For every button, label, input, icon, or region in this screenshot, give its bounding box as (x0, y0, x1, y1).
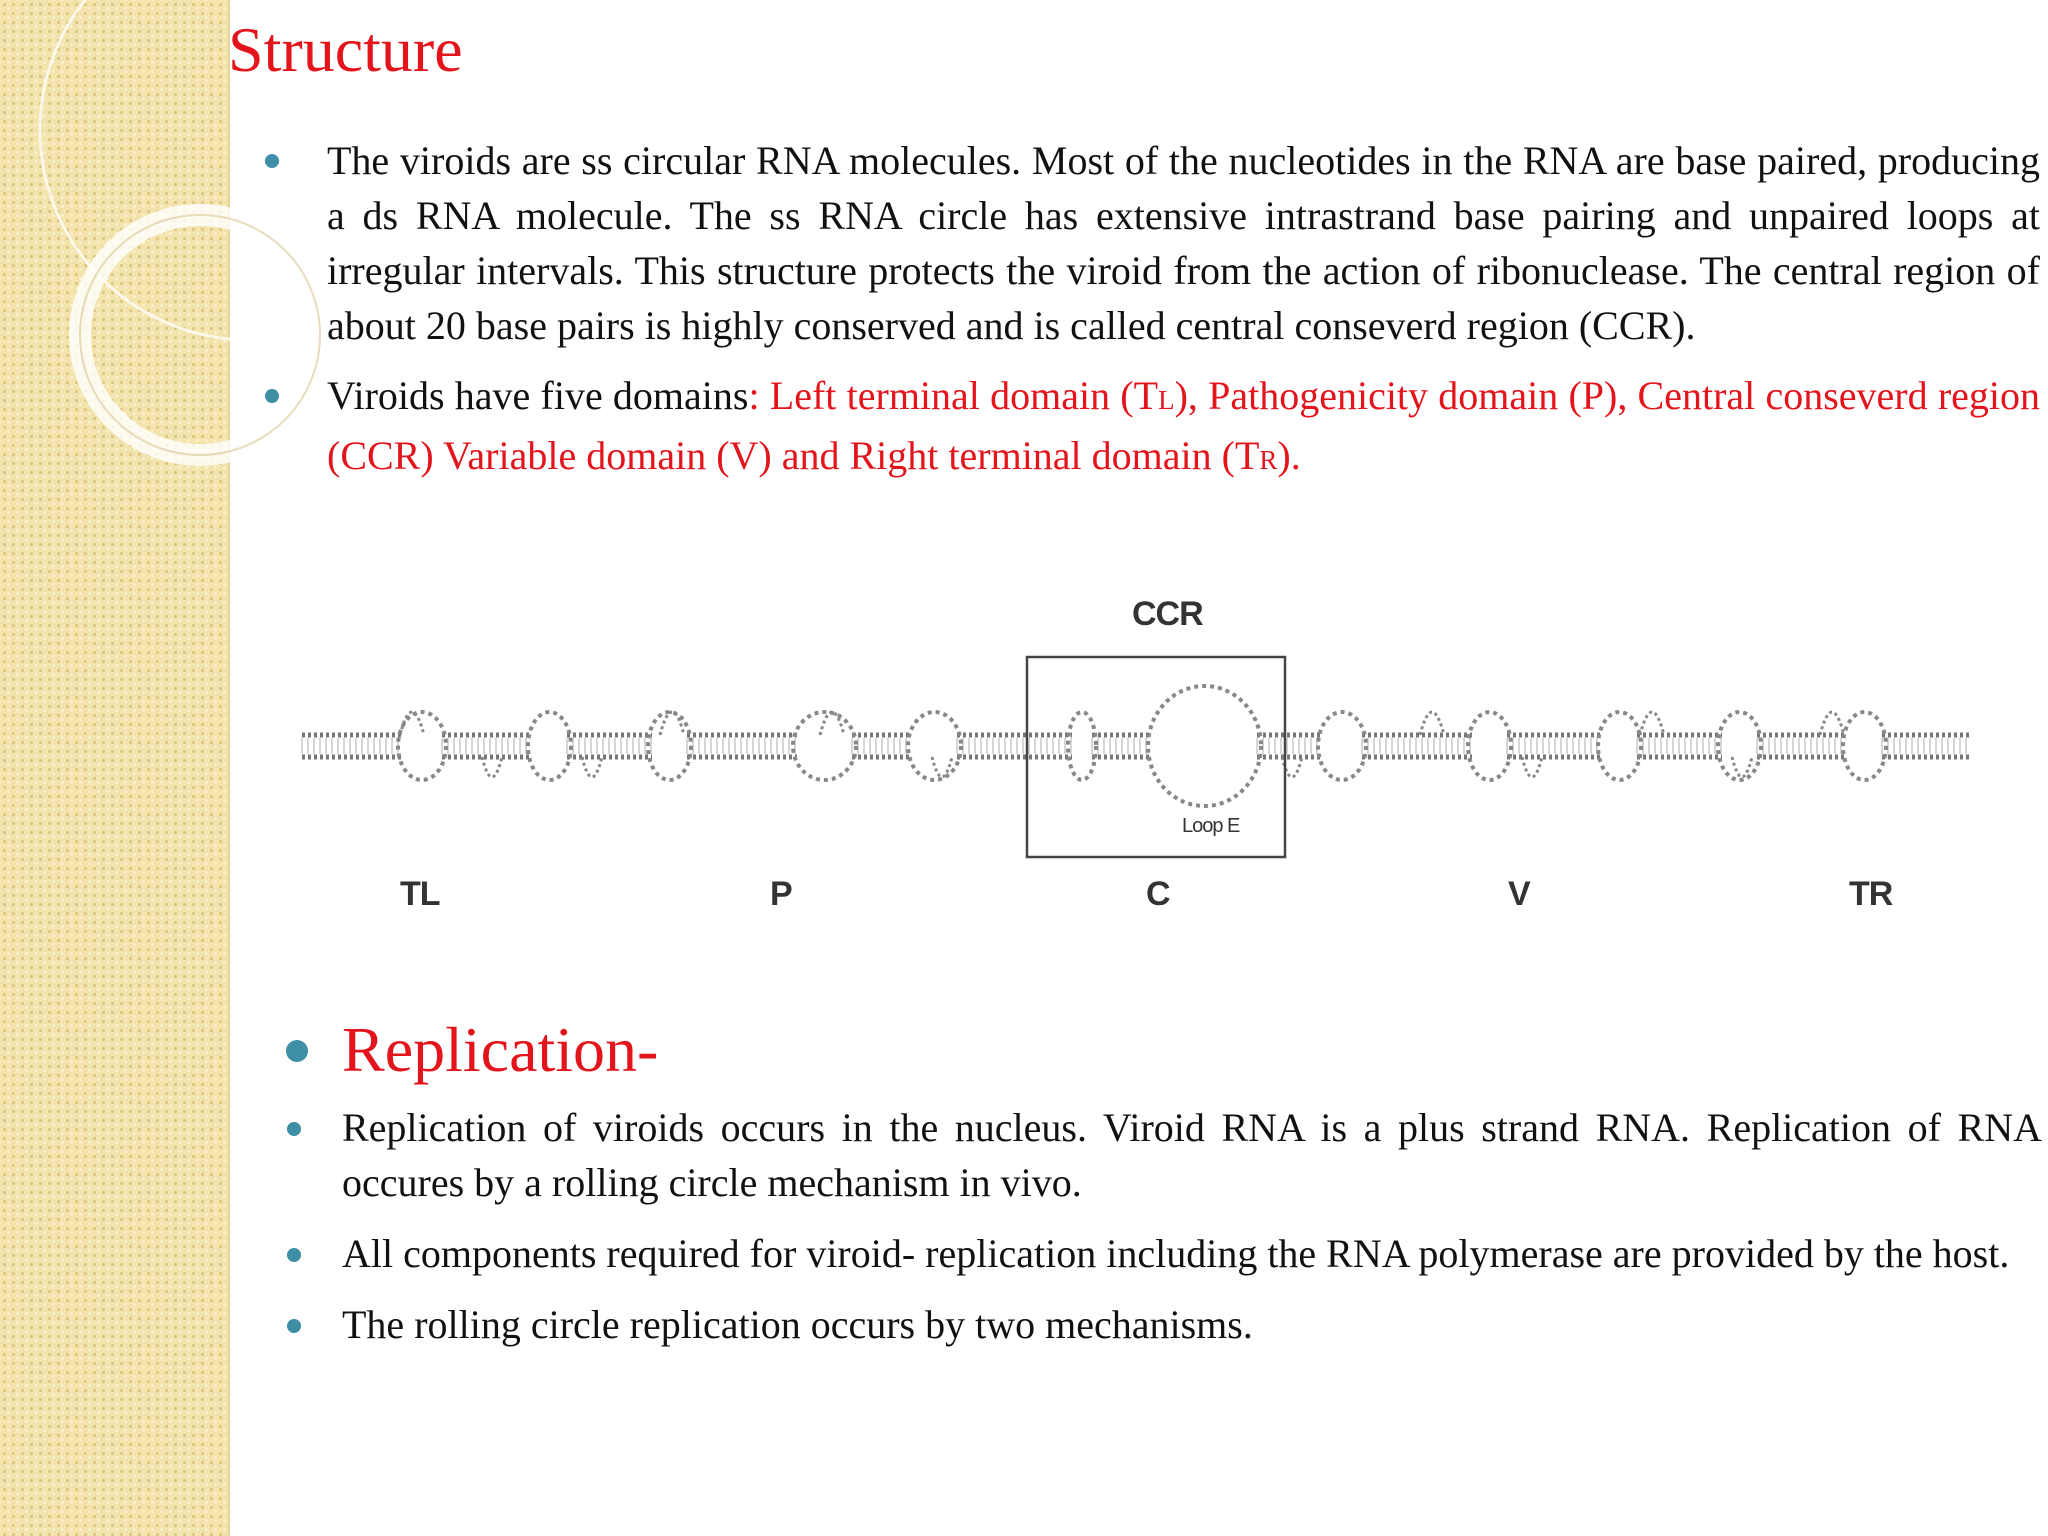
rna-hairpin-bulge (930, 756, 954, 779)
replication-bullet-3: The rolling circle replication occurs by… (282, 1297, 2042, 1352)
rna-secondary-structure-drawing (301, 655, 1972, 859)
rna-internal-loop (1596, 710, 1643, 782)
replication-bullet-1: Replication of viroids occurs in the nuc… (282, 1100, 2042, 1210)
viroid-structure-diagram: CCR Loop E TL P C V TR (292, 575, 1982, 940)
replication-bullet-list: Replication of viroids occurs in the nuc… (282, 1100, 2042, 1368)
rna-hairpin-bulge (1638, 710, 1666, 736)
structure-bullet-2: Viroids have five domains: Left terminal… (265, 368, 2040, 488)
replication-bullet-2-text: All components required for viroid- repl… (342, 1231, 2010, 1276)
replication-heading-item: Replication- (282, 1010, 2042, 1090)
rna-internal-loop (1716, 710, 1763, 782)
domains-lead-text: Viroids have five domains (327, 373, 749, 418)
rna-internal-loop (526, 710, 573, 782)
ccr-box (1025, 655, 1287, 859)
rna-internal-loop (396, 710, 448, 782)
rna-hairpin-bulge (818, 710, 846, 736)
rna-internal-loop (1466, 710, 1513, 782)
domains-list-part-2: ), Pathogenicity domain (P), Central con… (327, 373, 2041, 478)
rna-internal-loop (791, 710, 858, 782)
bullet-dot-icon (287, 1122, 301, 1136)
rna-internal-loop (906, 710, 963, 782)
bullet-dot-icon (286, 1040, 308, 1062)
replication-heading-list: Replication- (282, 1010, 2042, 1090)
bullet-dot-icon (287, 1319, 301, 1333)
domain-label-c: C (1146, 875, 1171, 913)
decorative-side-band (0, 0, 230, 1536)
domains-list-part-3: ). (1277, 433, 1301, 478)
rna-internal-loop (1066, 710, 1098, 782)
replication-bullet-2: All components required for viroid- repl… (282, 1226, 2042, 1281)
structure-bullet-1: The viroids are ss circular RNA molecule… (265, 133, 2040, 353)
rna-internal-loop (1316, 710, 1368, 782)
rna-internal-loop (1841, 710, 1888, 782)
domain-label-p: P (770, 875, 793, 913)
rna-hairpin-bulge (1730, 756, 1754, 779)
replication-bullet-3-text: The rolling circle replication occurs by… (342, 1302, 1253, 1347)
domain-label-v: V (1508, 875, 1531, 913)
loop-e-label: Loop E (1182, 815, 1240, 837)
rna-internal-loop (646, 710, 693, 782)
structure-bullet-list: The viroids are ss circular RNA molecule… (265, 133, 2040, 503)
rna-strands (301, 732, 1972, 760)
rna-hairpin-bulge (398, 710, 426, 736)
ccr-label: CCR (1132, 595, 1204, 633)
bullet-dot-icon (287, 1248, 301, 1262)
domain-label-tl: TL (400, 875, 441, 913)
domains-list-part-1: Left terminal domain (T (759, 373, 1159, 418)
rna-hairpin-bulge (480, 756, 504, 779)
rna-hairpin-bulge (1818, 710, 1846, 736)
rna-hairpin-bulge (658, 710, 686, 736)
bullet-dot-icon (265, 154, 279, 168)
rna-internal-loop (1146, 684, 1263, 808)
replication-bullet-1-text: Replication of viroids occurs in the nuc… (342, 1105, 2042, 1205)
domains-subscript-r: R (1259, 445, 1278, 475)
rna-loops (396, 684, 1888, 808)
structure-bullet-1-text: The viroids are ss circular RNA molecule… (327, 138, 2040, 348)
bullet-dot-icon (265, 389, 279, 403)
rna-hairpin-bulge (1520, 756, 1544, 779)
replication-heading: Replication- (342, 1014, 659, 1085)
domains-colon: : (748, 373, 760, 418)
slide-title: Structure (228, 14, 463, 85)
domain-label-tr: TR (1849, 875, 1893, 913)
rna-hairpin-bulge (1418, 710, 1446, 736)
domains-subscript-l: L (1158, 385, 1175, 415)
rna-hairpin-bulge (580, 756, 604, 779)
